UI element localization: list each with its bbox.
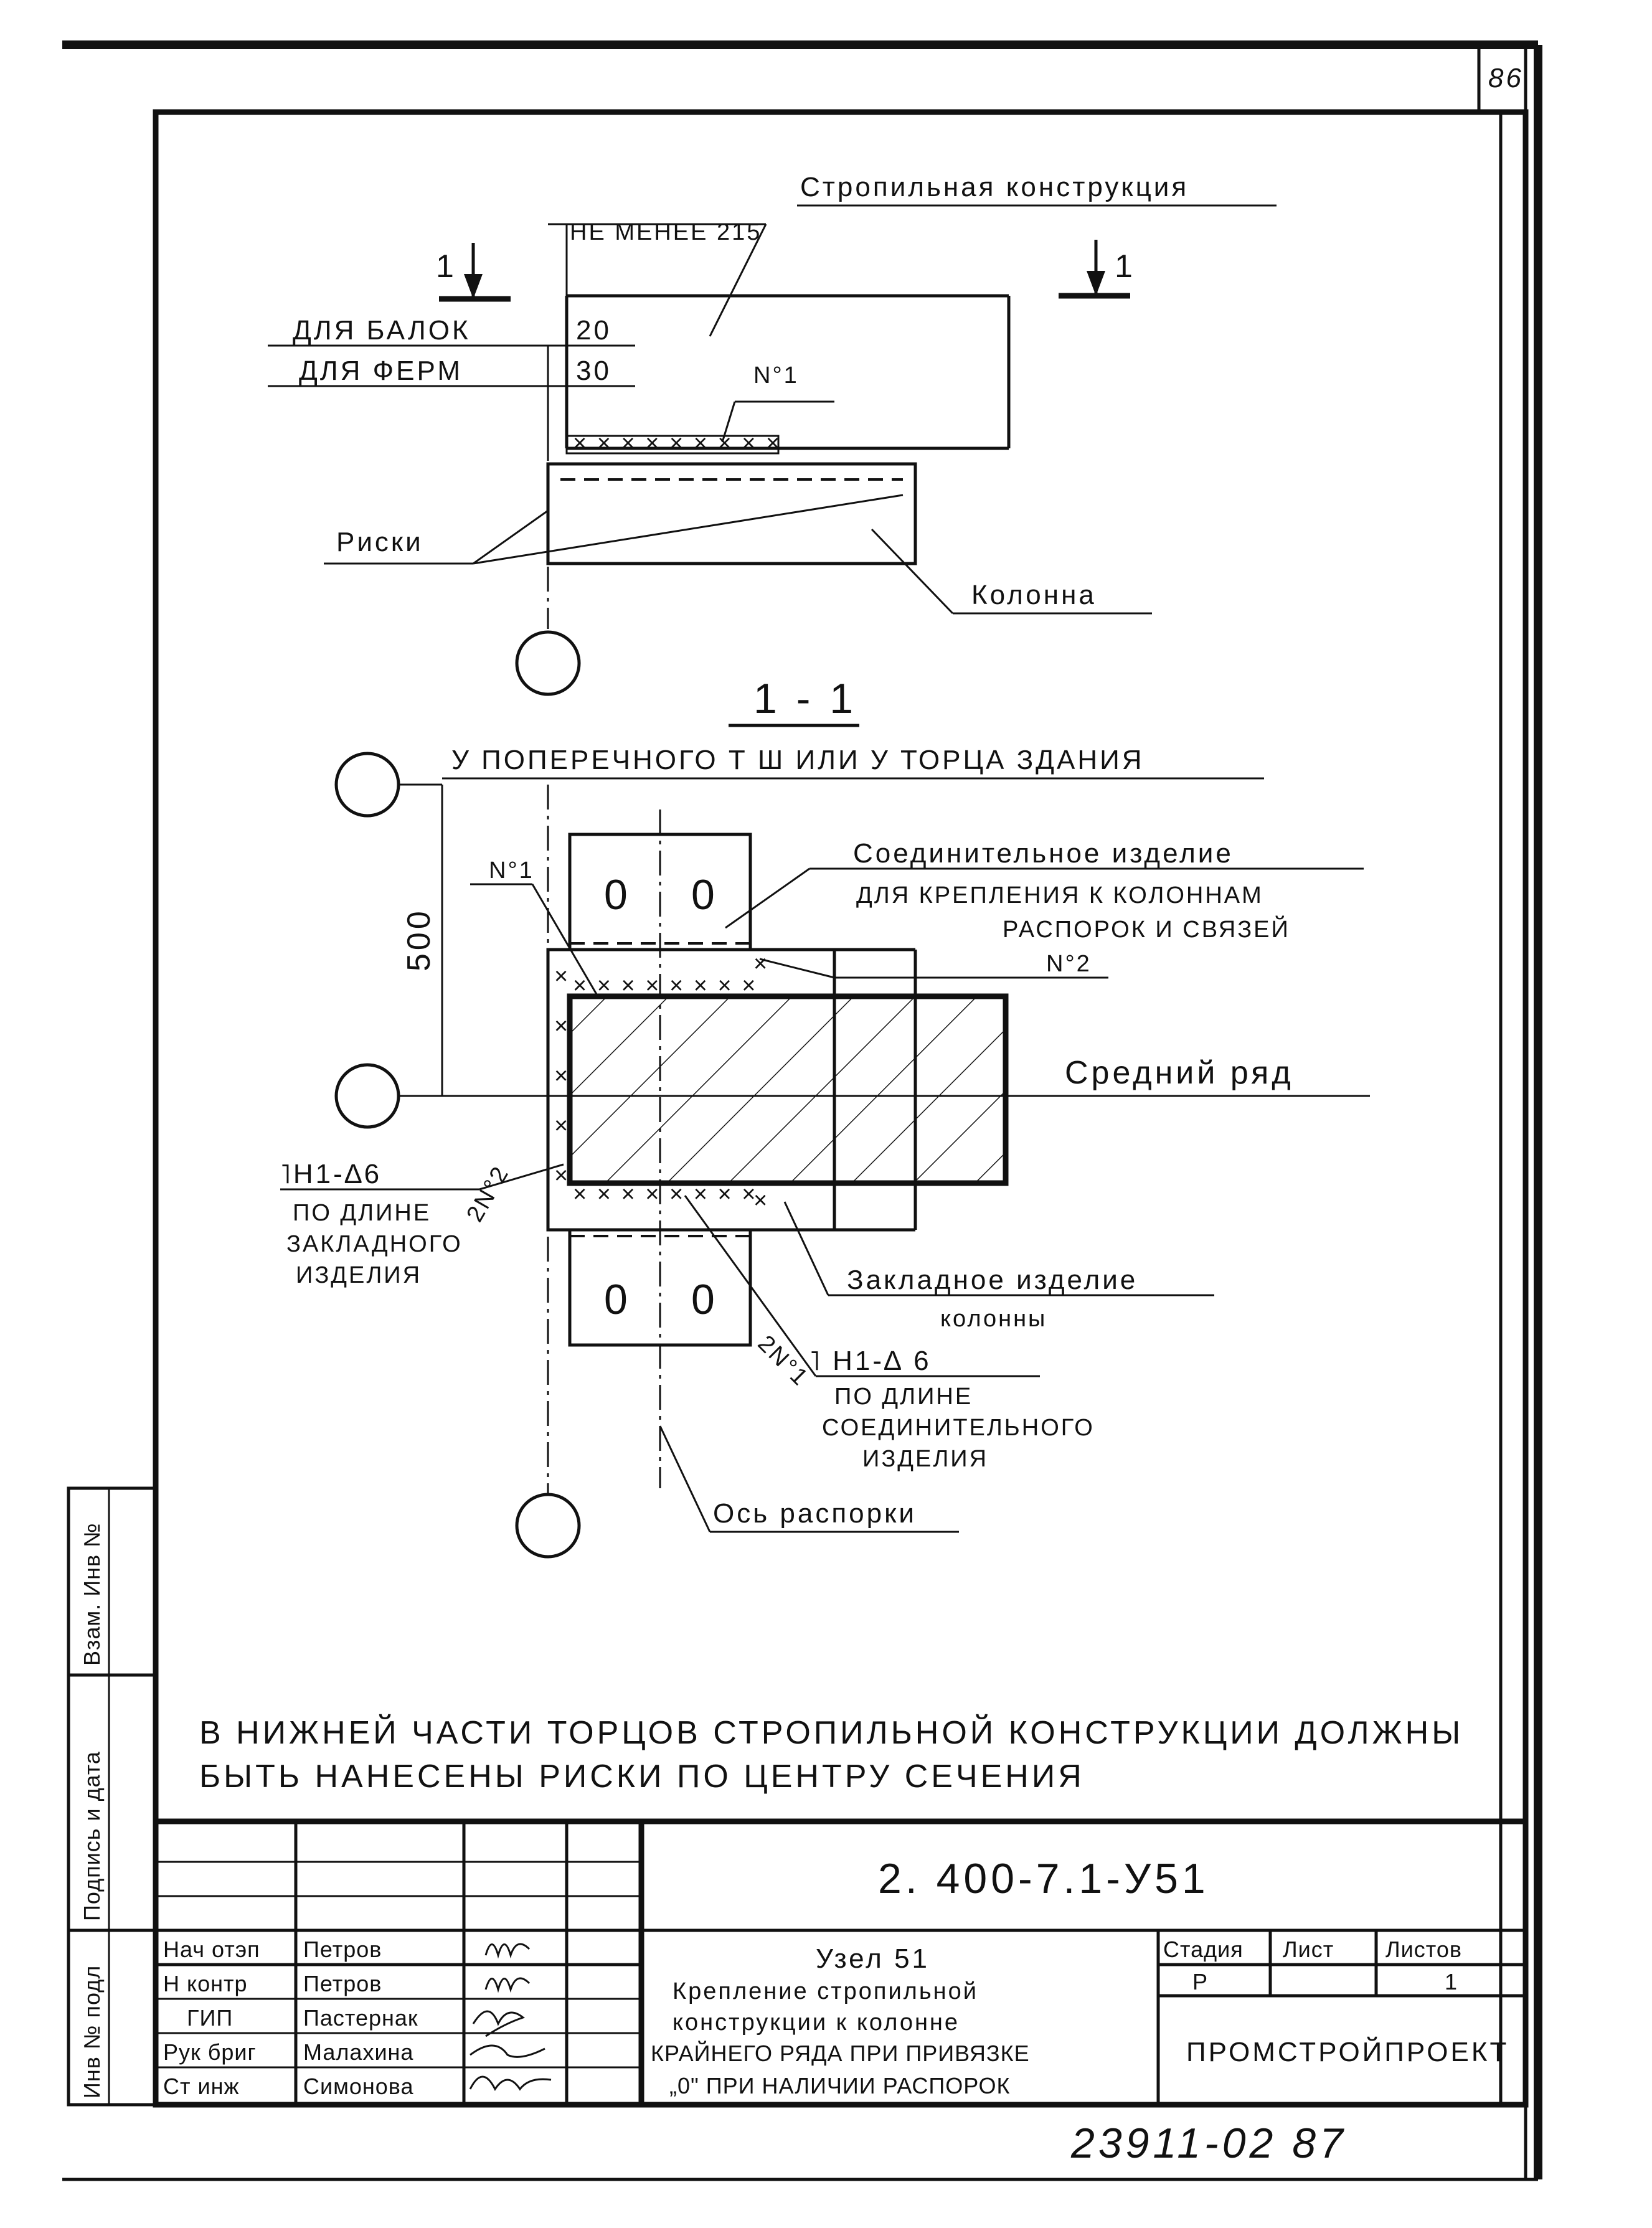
stage-header: Стадия [1163,1937,1244,1962]
role-4: Ст инж [163,2074,240,2099]
top-view: × × × × × × × × × [268,204,1277,696]
svg-text:×: × [753,951,769,977]
name-0: Петров [303,1937,382,1962]
weld-mark-n2: N°2 [1046,951,1092,977]
connector-label-1: Соединительное изделие [853,838,1234,869]
embed-label-1: Закладное изделие [847,1265,1138,1295]
side-inv-orig: Инв № подл [79,1965,105,2098]
weld-bottom-2: ПО ДЛИНЕ [834,1384,973,1410]
truss-dim-label: ДЛЯ ФЕРМ [299,356,463,386]
min-length-dim: НЕ МЕНЕЕ 215 [570,219,762,245]
name-1: Петров [303,1971,382,1996]
role-3: Рук бриг [163,2039,257,2065]
sheet-number: 86 [1488,63,1524,93]
side-inv-repl: Взам. Инв № [79,1522,105,1666]
marks-label: Риски [336,527,423,557]
section-mark-left: 1 [436,248,457,285]
footer-number: 23911-02 87 [1070,2120,1347,2167]
section-1-1: × × × × × × × × × × × × × × × × × × × × … [280,752,1370,1559]
doc-code: 2. 400-7.1-У51 [878,1855,1209,1902]
title-line-3: конструкции к колонне [673,2009,960,2036]
name-2: Пастернак [303,2005,418,2031]
section-mark-right: 1 [1115,248,1136,285]
sheet-frame [62,40,1542,2181]
weld-mark-n1: N°1 [489,857,534,884]
weld-left-1: ˥Н1-∆6 [280,1159,382,1189]
svg-text:×: × [753,1187,769,1214]
column-label: Колонна [971,580,1097,610]
svg-text:×: × [554,1063,570,1089]
edge-label: У ПОПЕРЕЧНОГО Т Ш ИЛИ У ТОРЦА ЗДАНИЯ [451,745,1145,775]
title-line-4: КРАЙНЕГО РЯДА ПРИ ПРИВЯЗКЕ [651,2040,1030,2066]
truss-dim: 30 [576,356,611,386]
name-4: Симонова [303,2074,414,2099]
title-line-1: Узел 51 [816,1943,930,1974]
side-stamp [67,1486,158,2107]
dim-500: 500 [401,908,437,971]
beam-dim: 20 [576,315,611,346]
role-2: ГИП [187,2005,233,2031]
sheet-header: Лист [1283,1937,1334,1962]
title-line-5: „0" ПРИ НАЛИЧИИ РАСПОРОК [669,2073,1011,2098]
note-line-2: БЫТЬ НАНЕСЕНЫ РИСКИ ПО ЦЕНТРУ СЕЧЕНИЯ [199,1758,1085,1795]
hole-1: 0 [604,871,631,918]
section-title: 1 - 1 [753,675,857,722]
svg-text:×: × [554,1113,570,1139]
sheets-value: 1 [1445,1969,1458,1994]
hole-4: 0 [691,1276,719,1323]
role-0: Нач отэп [163,1937,260,1962]
weld-bottom-3: СОЕДИНИТЕЛЬНОГО [822,1415,1095,1441]
role-1: Н контр [163,1971,248,1996]
sheets-header: Листов [1385,1937,1462,1962]
organization: ПРОМСТРОЙПРОЕКТ [1186,2036,1509,2067]
stage-value: Р [1192,1969,1208,1994]
weld-left-2: ПО ДЛИНЕ [293,1200,431,1226]
svg-text:×: × [554,1013,570,1039]
svg-text:×: × [554,1163,570,1189]
middle-row-label: Средний ряд [1065,1055,1294,1091]
title-block [156,1818,1526,2105]
name-3: Малахина [303,2039,413,2065]
weld-left-mark: 2N°2 [461,1161,514,1227]
weld-left-4: ИЗДЕЛИЯ [296,1262,422,1288]
connector-label-3: РАСПОРОК И СВЯЗЕЙ [1003,915,1290,943]
connector-label-2: ДЛЯ КРЕПЛЕНИЯ К КОЛОННАМ [856,882,1263,909]
svg-text:× × × × × × × ×: × × × × × × × × [573,973,757,999]
svg-text:× × × × × × × × ×: × × × × × × × × × [573,430,781,456]
hole-2: 0 [691,871,719,918]
hole-3: 0 [604,1276,631,1323]
weld-left-3: ЗАКЛАДНОГО [286,1231,463,1257]
strut-axis-label: Ось распорки [713,1498,917,1529]
svg-text:× × × × × × × ×: × × × × × × × × [573,1181,757,1207]
weld-bottom-4: ИЗДЕЛИЯ [862,1446,988,1472]
svg-text:×: × [554,963,570,989]
truss-label: Стропильная конструкция [800,172,1189,202]
note-line-1: В НИЖНЕЙ ЧАСТИ ТОРЦОВ СТРОПИЛЬНОЙ КОНСТР… [199,1714,1463,1751]
beam-label: ДЛЯ БАЛОК [293,315,471,346]
title-line-2: Крепление стропильной [673,1978,978,2004]
weld-bottom-1: ˥ Н1-∆ 6 [809,1346,932,1376]
side-sign-date: Подпись и дата [79,1751,105,1921]
weld-mark-1: N°1 [753,362,799,389]
embed-label-2: колонны [940,1306,1047,1332]
